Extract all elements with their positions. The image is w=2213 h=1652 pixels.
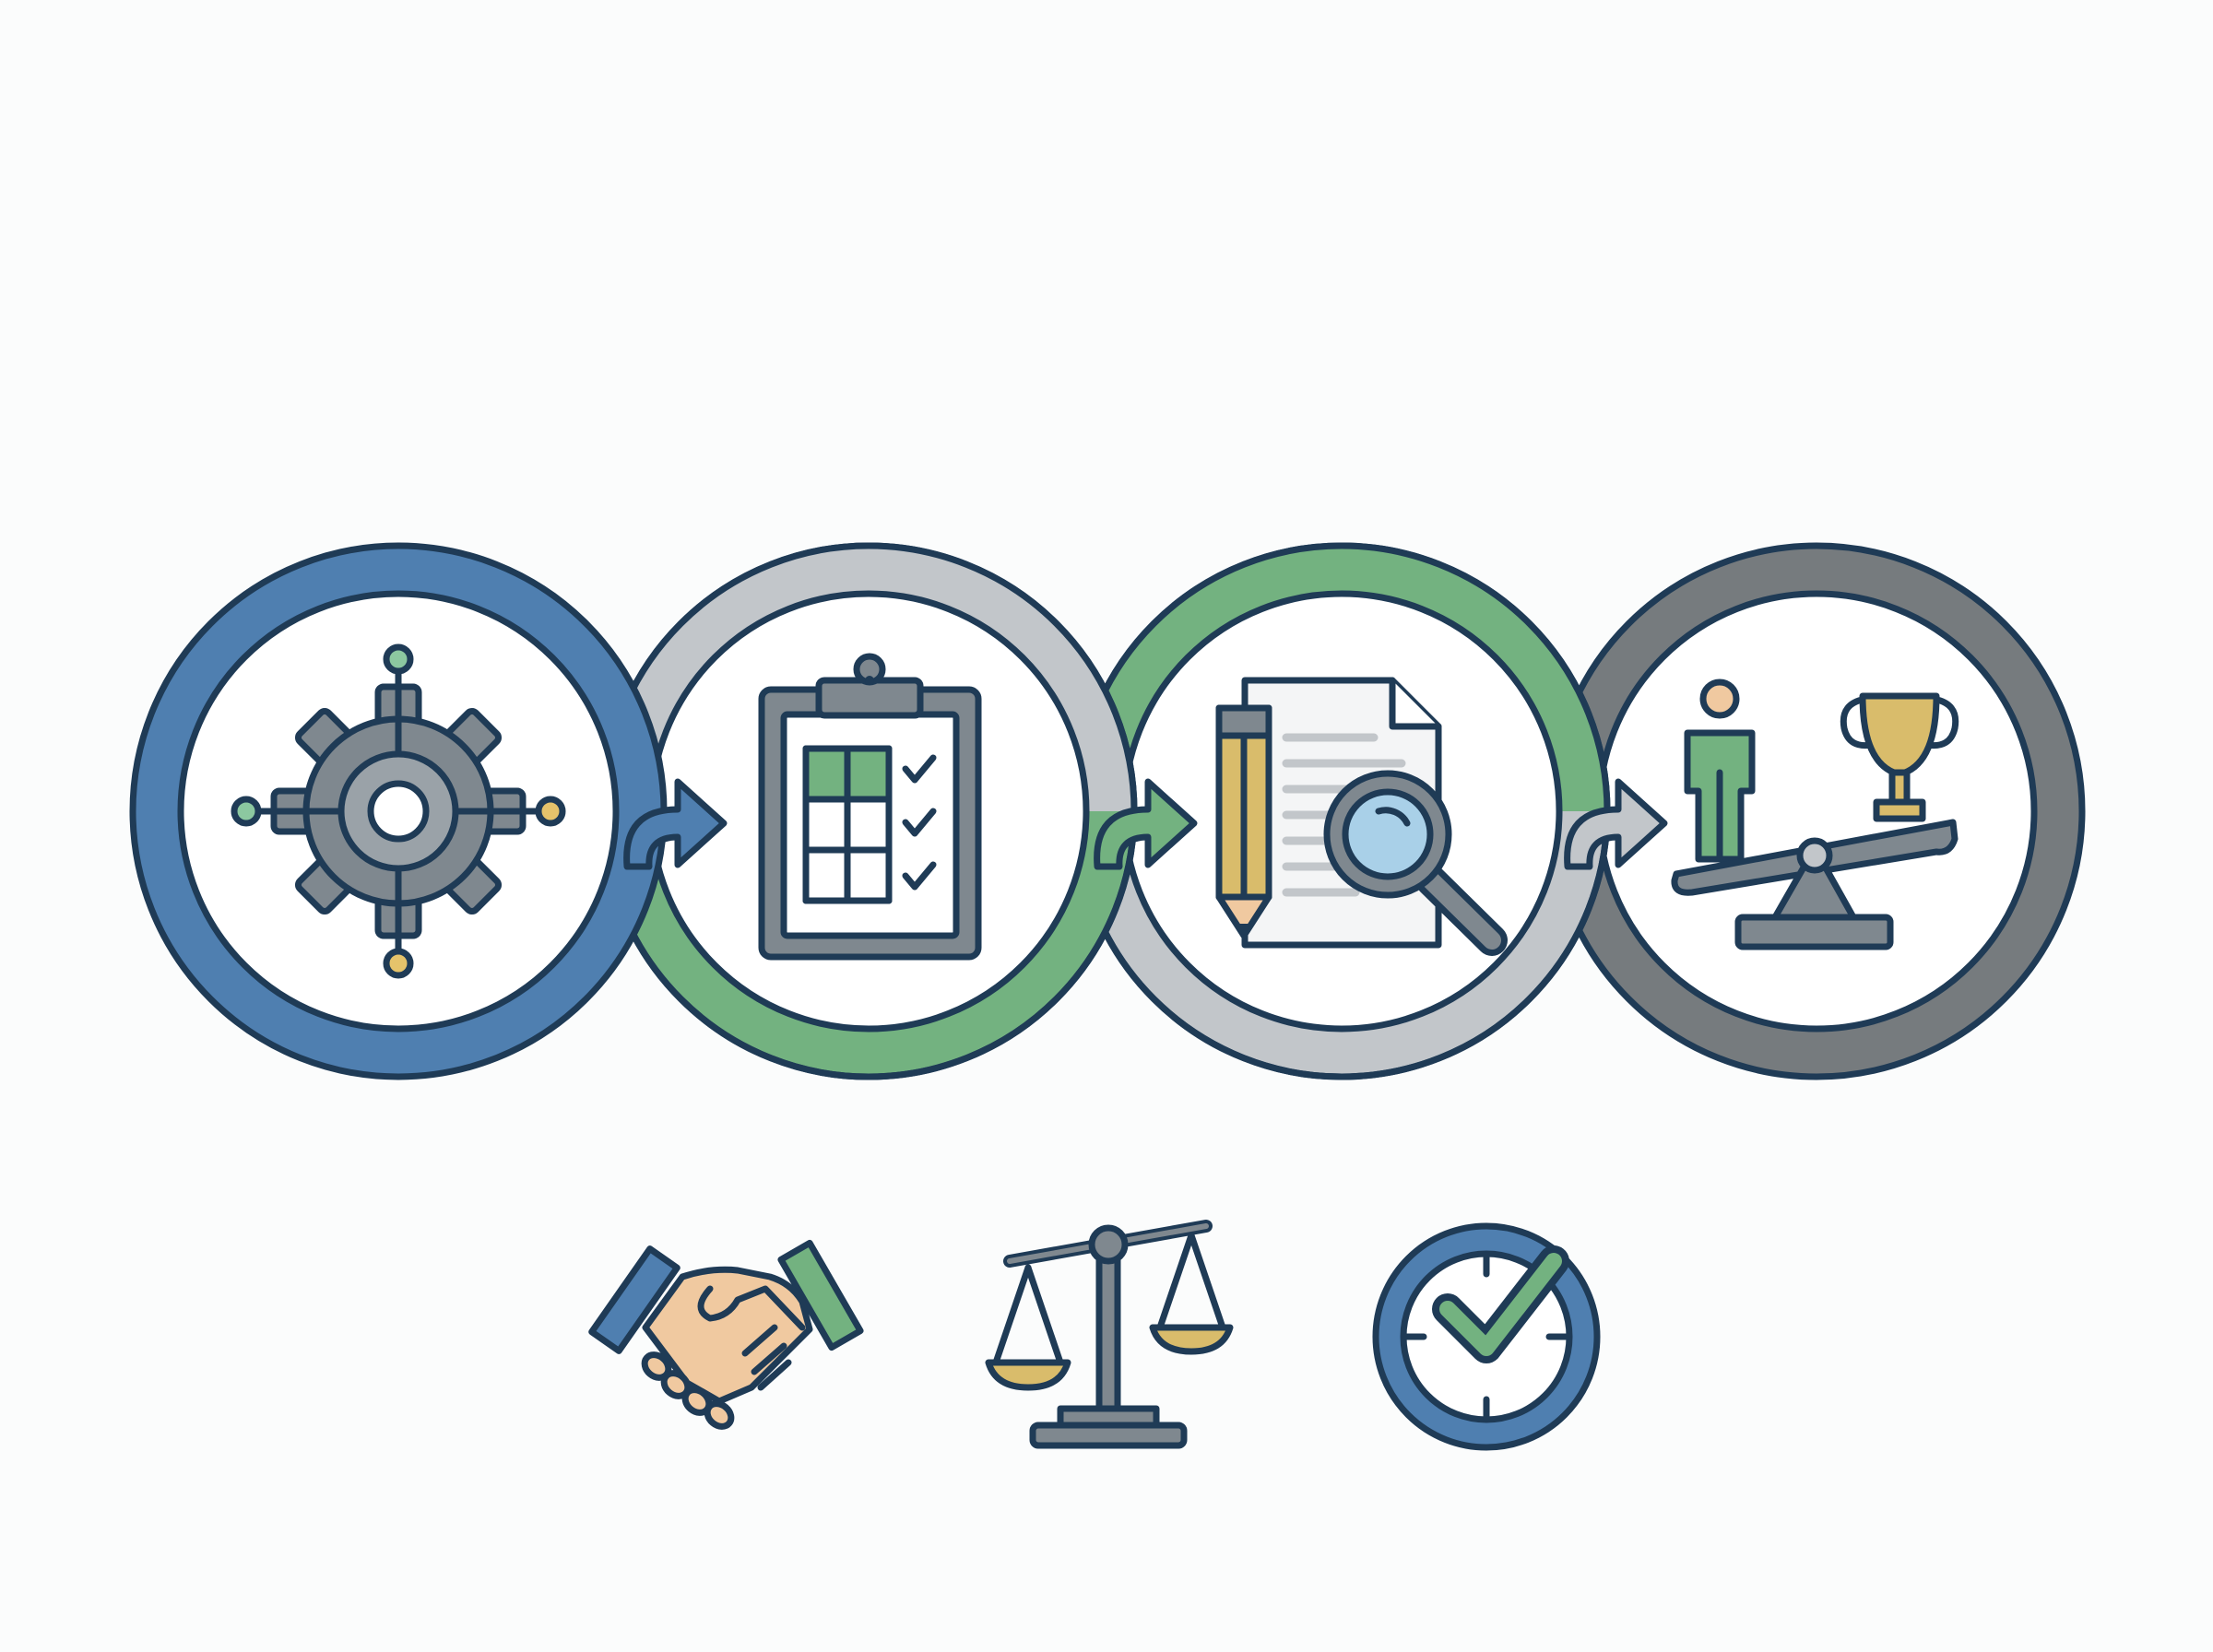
clipboard-checklist-icon xyxy=(758,653,982,961)
gear-network-icon xyxy=(231,643,566,979)
handshake-icon xyxy=(588,1239,864,1430)
document-review-icon xyxy=(1215,677,1508,956)
person-trophy-balance-icon xyxy=(1671,678,1959,950)
clock-check-icon xyxy=(1372,1222,1601,1451)
justice-scale-icon xyxy=(985,1220,1234,1449)
arrow-right-icon xyxy=(623,778,728,870)
arrow-right-icon xyxy=(1094,778,1198,870)
arrow-right-icon xyxy=(1564,778,1668,870)
